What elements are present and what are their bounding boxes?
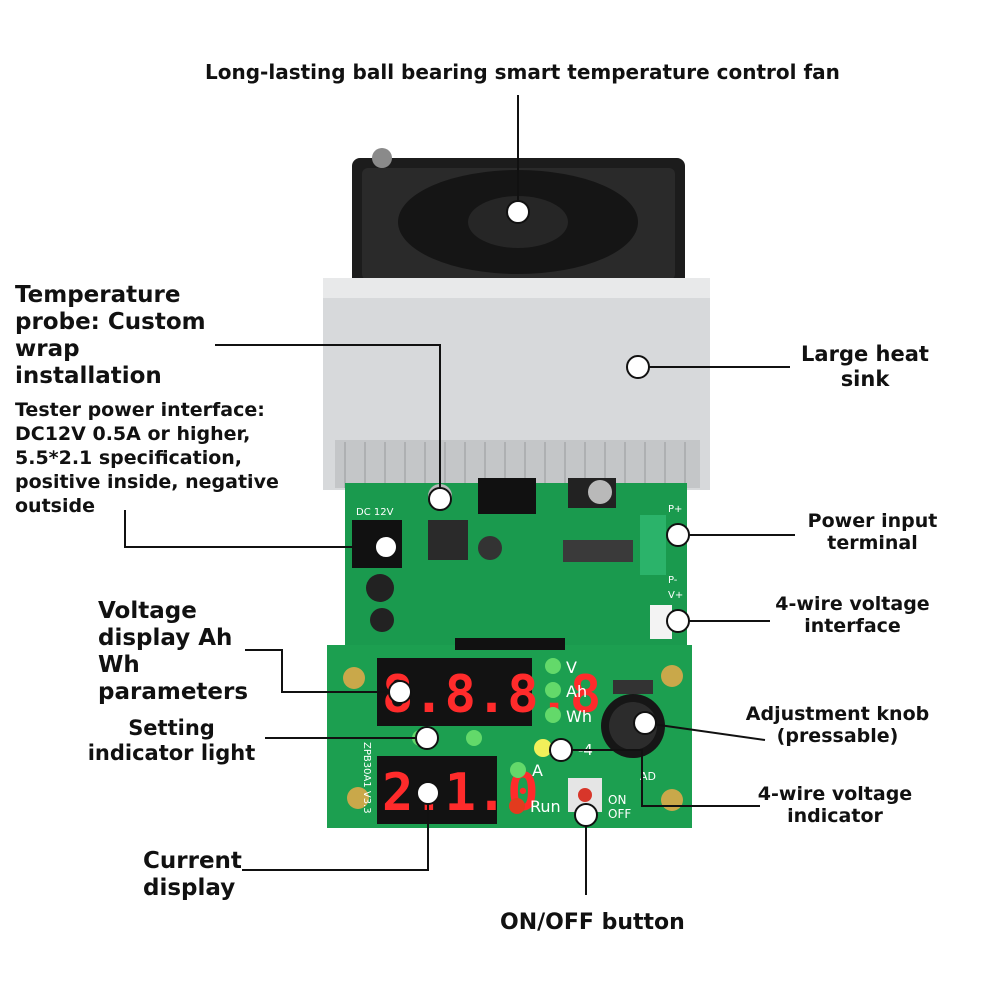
led-setting-2 (466, 730, 482, 746)
led-run-label: Run (530, 797, 561, 816)
led-ah (545, 682, 561, 698)
adjustment-knob-label: Adjustment knob (pressable) (745, 703, 930, 747)
voltage-display-label: Voltage display Ah Wh parameters (98, 598, 249, 705)
led-run (509, 798, 525, 814)
power-input-label: Power input terminal (807, 510, 938, 554)
led-4wire (534, 739, 552, 757)
led-wh (545, 707, 561, 723)
dc-label: DC 12V (356, 507, 394, 518)
p-plus-label: P+ (668, 504, 682, 515)
v-plus-label: V+ (668, 590, 683, 601)
callout-dots (374, 200, 690, 827)
pcb-board: 8.8.8.8 2.1.0 V Ah Wh -4 A Run DC 12V P+… (327, 478, 692, 828)
model-label: ZPB30A1 V3.3 (361, 742, 372, 814)
led-a-label: A (532, 761, 543, 780)
off-label: OFF (608, 807, 631, 821)
current-display-label: Current display (143, 848, 242, 901)
fan-label: Long-lasting ball bearing smart temperat… (205, 60, 840, 84)
led-v (545, 658, 561, 674)
onoff-switch-cap (578, 788, 592, 802)
on-label: ON (608, 793, 626, 807)
four-wire-connector (650, 605, 672, 639)
four-wire-interface-label: 4-wire voltage interface (775, 593, 930, 637)
led-v-label: V (566, 658, 577, 677)
p-minus-label: P- (668, 575, 678, 586)
led-wh-label: Wh (566, 707, 592, 726)
setting-indicator-label: Setting indicator light (87, 716, 256, 765)
led-a (510, 762, 526, 778)
heat-sink-label: Large heat sink (801, 342, 929, 391)
adj-label: AD (640, 770, 656, 783)
power-interface-label: Tester power interface: DC12V 0.5A or hi… (15, 399, 279, 517)
power-terminal-block (640, 515, 666, 575)
heat-sink (323, 278, 710, 490)
voltage-display-digits: 8.8.8.8 (382, 665, 601, 725)
callout-lines (124, 95, 795, 895)
onoff-button-label: ON/OFF button (500, 910, 685, 935)
led-ah-label: Ah (566, 682, 587, 701)
temperature-probe-label: Temperature probe: Custom wrap installat… (15, 282, 206, 389)
four-wire-indicator-label: 4-wire voltage indicator (757, 783, 913, 827)
